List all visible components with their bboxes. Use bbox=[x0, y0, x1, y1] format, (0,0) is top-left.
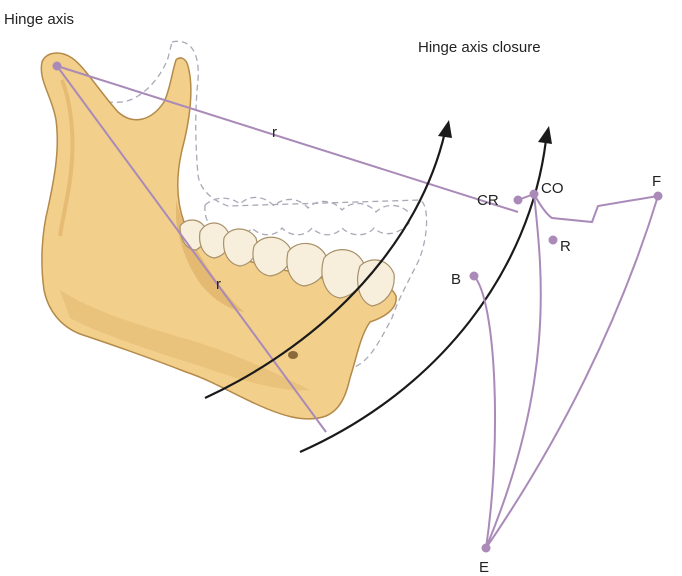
hinge-axis-point bbox=[52, 61, 62, 71]
habitual-closure-path bbox=[485, 193, 542, 549]
posterior-border-path bbox=[473, 275, 496, 549]
point-f-dot bbox=[653, 191, 663, 201]
radius-top-label: r bbox=[272, 124, 277, 141]
condyle-shadow bbox=[58, 79, 75, 237]
mandible bbox=[40, 52, 397, 420]
hinge-axis-label: Hinge axis bbox=[4, 11, 74, 28]
point-f-label: F bbox=[652, 173, 661, 190]
closure-title-label: Hinge axis closure bbox=[418, 39, 541, 56]
point-co-dot bbox=[529, 189, 539, 199]
tooth-7 bbox=[357, 259, 395, 307]
point-r-label: R bbox=[560, 238, 571, 255]
points bbox=[52, 61, 663, 553]
protrusive-path bbox=[533, 193, 659, 224]
radius-lines bbox=[56, 65, 519, 433]
arc-outer-arrowhead bbox=[538, 126, 552, 144]
radius-line-top bbox=[56, 65, 519, 213]
radius-line-bottom bbox=[56, 65, 327, 433]
point-e-dot bbox=[481, 543, 491, 553]
mental-foramen bbox=[288, 351, 298, 359]
point-b-label: B bbox=[451, 271, 461, 288]
point-r-dot bbox=[548, 235, 558, 245]
closure-arcs bbox=[204, 120, 552, 454]
dashed-teeth-top bbox=[204, 196, 411, 215]
point-co-label: CO bbox=[541, 180, 564, 197]
mandible-bone bbox=[40, 52, 397, 420]
closure-arc-inner bbox=[204, 131, 447, 399]
anterior-border-path bbox=[485, 195, 659, 549]
point-cr-dot bbox=[513, 195, 523, 205]
dashed-teeth-bottom bbox=[204, 204, 411, 236]
arc-inner-arrowhead bbox=[438, 120, 452, 138]
point-e-label: E bbox=[479, 559, 489, 576]
point-b-dot bbox=[469, 271, 479, 281]
ramus-shadow bbox=[176, 200, 244, 312]
envelope-of-motion bbox=[473, 193, 659, 549]
point-cr-label: CR bbox=[477, 192, 499, 209]
radius-bottom-label: r bbox=[216, 276, 221, 293]
body-shadow bbox=[60, 290, 310, 391]
lower-teeth bbox=[179, 219, 395, 307]
labels: Hinge axis Hinge axis closure r r CR CO … bbox=[4, 11, 661, 576]
